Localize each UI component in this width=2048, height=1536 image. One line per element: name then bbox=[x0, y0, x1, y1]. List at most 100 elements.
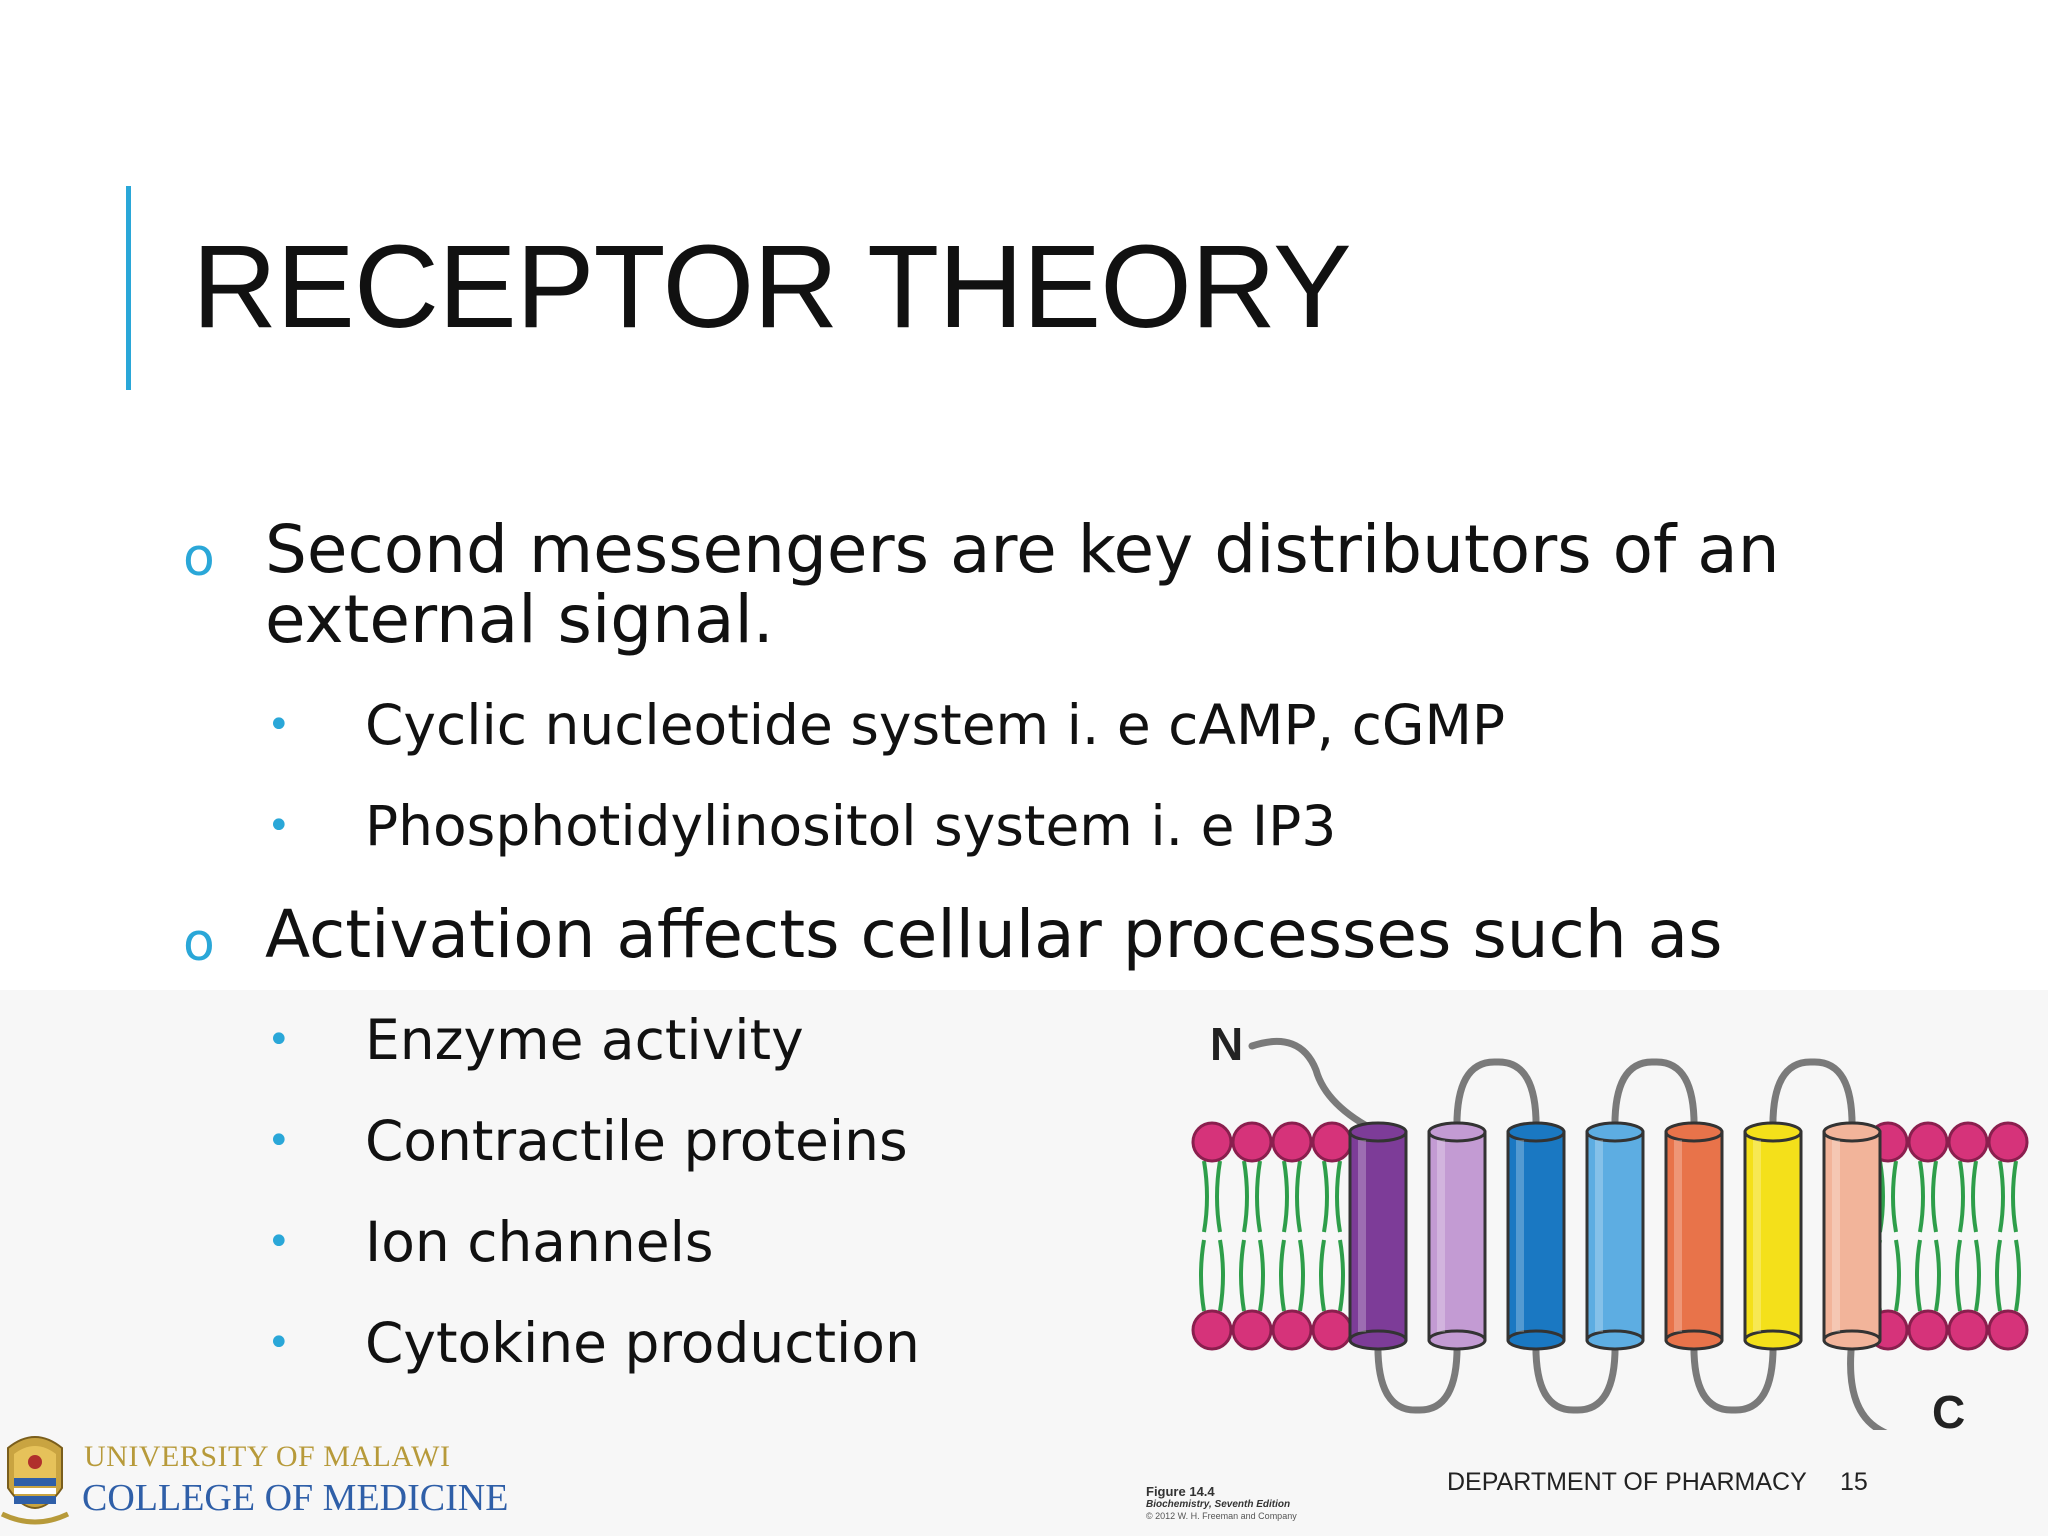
lipid-tail bbox=[2014, 1239, 2021, 1312]
lipid-tail bbox=[1958, 1160, 1965, 1233]
lipid-tail bbox=[1931, 1160, 1938, 1233]
lipid-head bbox=[1271, 1309, 1313, 1351]
figure-caption-book: Biochemistry, Seventh Edition bbox=[1146, 1499, 1291, 1510]
helix-top bbox=[1585, 1121, 1645, 1143]
c-terminus-label: C bbox=[1932, 1386, 1965, 1430]
lipid-tail bbox=[1955, 1239, 1962, 1312]
figure-caption-copyright: © 2012 W. H. Freeman and Company bbox=[1146, 1511, 1297, 1521]
helix-top bbox=[1348, 1121, 1408, 1143]
helix-body bbox=[1822, 1130, 1882, 1342]
helix-bottom bbox=[1743, 1329, 1803, 1351]
lipid-tail bbox=[1338, 1239, 1345, 1312]
helix-bottom bbox=[1506, 1329, 1566, 1351]
lipid-tail bbox=[1199, 1239, 1206, 1312]
dot-bullet-icon: • bbox=[267, 702, 291, 748]
helix-highlight bbox=[1832, 1140, 1840, 1332]
title-accent-bar bbox=[126, 186, 131, 390]
lipid-bilayer bbox=[1191, 1121, 2029, 1351]
lipid-tail bbox=[2011, 1160, 2018, 1233]
lipid-tail bbox=[1335, 1160, 1342, 1233]
sub-bullet-text: Enzyme activity bbox=[365, 1008, 804, 1072]
helix-top bbox=[1427, 1121, 1487, 1143]
helix-body bbox=[1743, 1130, 1803, 1342]
dot-bullet-icon: • bbox=[267, 1219, 291, 1265]
lipid-tail bbox=[1918, 1160, 1925, 1233]
lipid-tail bbox=[1974, 1239, 1981, 1312]
sub-bullet-text: Ion channels bbox=[365, 1210, 714, 1274]
extracellular-loop bbox=[1769, 1058, 1856, 1136]
lipid-tail bbox=[1258, 1239, 1265, 1312]
lipid-tail bbox=[1322, 1160, 1329, 1233]
helix-highlight bbox=[1516, 1140, 1524, 1332]
bullet-item: o Activation affects cellular processes … bbox=[183, 900, 1722, 974]
lipid-head bbox=[1987, 1121, 2029, 1163]
sub-bullet-text: Cyclic nucleotide system i. e cAMP, cGMP bbox=[365, 693, 1506, 757]
lipid-head bbox=[1907, 1309, 1949, 1351]
lipid-tail bbox=[1319, 1239, 1326, 1312]
lipid-tail bbox=[1995, 1239, 2002, 1312]
receptor-loops bbox=[1248, 1037, 1888, 1430]
lipid-head bbox=[1907, 1121, 1949, 1163]
helix-bottom bbox=[1822, 1329, 1882, 1351]
n-terminus-loop bbox=[1248, 1037, 1382, 1136]
lipid-head bbox=[1191, 1309, 1233, 1351]
sub-bullet-item: • Contractile proteins bbox=[267, 1109, 908, 1173]
slide-title: RECEPTOR THEORY bbox=[192, 221, 1352, 353]
intracellular-loop bbox=[1374, 1336, 1461, 1414]
bullet-text: external signal. bbox=[265, 581, 774, 658]
university-crest-logo bbox=[0, 1436, 70, 1525]
logo-university-name: UNIVERSITY OF MALAWI bbox=[84, 1440, 451, 1473]
intracellular-loop bbox=[1690, 1336, 1777, 1414]
bullet-item: o Second messengers are key distributors… bbox=[183, 515, 1780, 589]
dot-bullet-icon: • bbox=[267, 803, 291, 849]
lipid-tail bbox=[1282, 1160, 1289, 1233]
lipid-head bbox=[1947, 1309, 1989, 1351]
figure-caption: Figure 14.4 Biochemistry, Seventh Editio… bbox=[1146, 1484, 1346, 1522]
slide-number: 15 bbox=[1840, 1468, 1868, 1496]
helix-highlight bbox=[1595, 1140, 1603, 1332]
sub-bullet-text: Contractile proteins bbox=[365, 1109, 908, 1173]
sub-bullet-item: • Enzyme activity bbox=[267, 1008, 804, 1072]
sub-bullet-item: • Cytokine production bbox=[267, 1312, 920, 1374]
dot-bullet-icon: • bbox=[267, 1118, 291, 1164]
circle-bullet-icon: o bbox=[183, 913, 215, 973]
lipid-tail bbox=[1218, 1239, 1225, 1312]
footer-department: DEPARTMENT OF PHARMACY bbox=[1447, 1468, 1807, 1496]
n-terminus-label: N bbox=[1210, 1018, 1243, 1070]
sub-bullet-item: • Ion channels bbox=[267, 1210, 714, 1274]
lipid-tail bbox=[1255, 1160, 1262, 1233]
helix-body bbox=[1664, 1130, 1724, 1342]
bullet-text: Second messengers are key distributors o… bbox=[265, 511, 1780, 588]
transmembrane-helices bbox=[1348, 1121, 1882, 1351]
lipid-head bbox=[1987, 1309, 2029, 1351]
lipid-tail bbox=[1242, 1160, 1249, 1233]
dot-bullet-icon: • bbox=[267, 1017, 291, 1063]
lipid-tail bbox=[1298, 1239, 1305, 1312]
lipid-tail bbox=[1891, 1160, 1898, 1233]
helix-highlight bbox=[1753, 1140, 1761, 1332]
bullet-item-continuation: external signal. bbox=[265, 585, 774, 655]
c-terminus-loop bbox=[1847, 1336, 1888, 1430]
helix-top bbox=[1743, 1121, 1803, 1143]
bullet-text: Activation affects cellular processes su… bbox=[265, 896, 1723, 973]
circle-bullet-icon: o bbox=[183, 528, 215, 588]
helix-highlight bbox=[1674, 1140, 1682, 1332]
helix-top bbox=[1822, 1121, 1882, 1143]
lipid-head bbox=[1947, 1121, 1989, 1163]
lipid-tail bbox=[1202, 1160, 1209, 1233]
lipid-head bbox=[1231, 1309, 1273, 1351]
lipid-tail bbox=[1295, 1160, 1302, 1233]
logo-college-name: COLLEGE OF MEDICINE bbox=[82, 1477, 509, 1519]
lipid-tail bbox=[1894, 1239, 1901, 1312]
lipid-head bbox=[1231, 1121, 1273, 1163]
lipid-head bbox=[1271, 1121, 1313, 1163]
helix-bottom bbox=[1427, 1329, 1487, 1351]
helix-top bbox=[1664, 1121, 1724, 1143]
figure-caption-title: Figure 14.4 bbox=[1146, 1484, 1215, 1499]
lipid-tail bbox=[1998, 1160, 2005, 1233]
dot-bullet-icon: • bbox=[267, 1320, 291, 1366]
helix-bottom bbox=[1585, 1329, 1645, 1351]
lipid-tail bbox=[1934, 1239, 1941, 1312]
lipid-tail bbox=[1239, 1239, 1246, 1312]
